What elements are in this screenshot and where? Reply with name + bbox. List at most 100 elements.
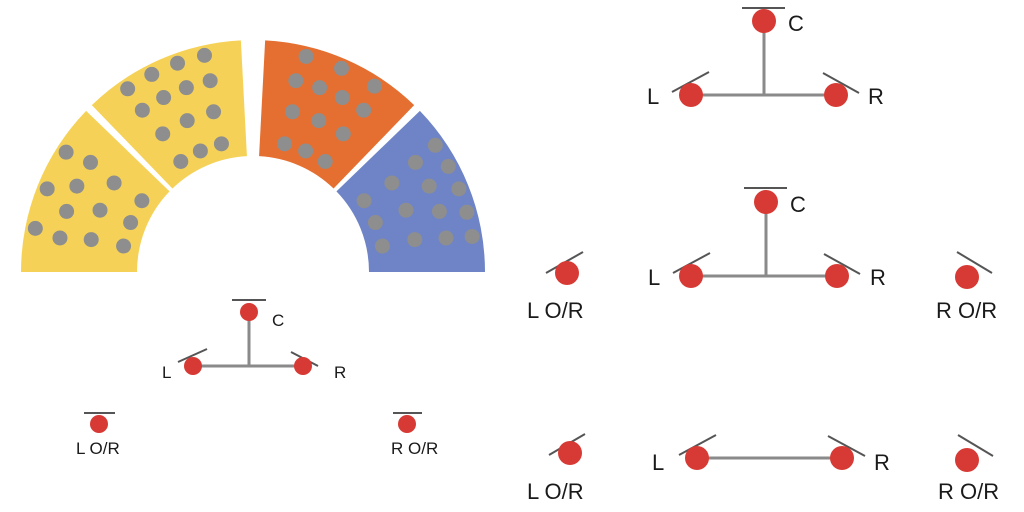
seat-center-left [144,66,160,82]
right-outside-node [955,265,979,289]
left-tick [671,71,710,93]
seat-center-right [334,60,350,76]
seat-center-right [335,126,351,142]
right-outside-tick [957,434,994,457]
seat-right [440,158,456,174]
seat-center-right [366,78,382,94]
right-label: R [874,450,890,475]
seat-center-right [356,102,372,118]
left-tick [672,252,711,274]
center-node [240,303,258,321]
seat-left [83,232,99,248]
coalition-diagram-middle: C L R L O/R R O/R [527,187,997,323]
coalition-diagram-small: C L R L O/R R O/R [76,299,438,458]
seat-left [123,215,139,231]
right-outside-node [955,448,979,472]
right-label: R [334,363,346,382]
seat-right [407,154,423,170]
right-node [825,264,849,288]
seat-right [464,229,480,245]
seat-left [134,193,150,209]
seat-center-right [317,154,333,170]
seat-left [52,230,68,246]
right-outside-label: R O/R [936,298,997,323]
coalition-diagram-top: C L R [647,7,884,109]
right-node [830,446,854,470]
right-tick [827,435,866,457]
seat-right [367,215,383,231]
seat-center-left [213,136,229,152]
center-label: C [790,192,806,217]
seat-center-right [312,80,328,96]
seat-right [356,193,372,209]
seat-center-left [206,104,222,120]
seat-left [92,202,108,218]
seat-left [39,181,55,197]
center-label: C [788,11,804,36]
seat-left [69,178,85,194]
right-outside-tick [956,251,993,274]
seat-center-left [170,55,186,71]
right-node [824,83,848,107]
right-tick [823,253,861,275]
left-outside-node [90,415,108,433]
left-node [679,264,703,288]
seat-left [27,220,43,236]
seat-center-left [179,113,195,129]
left-outside-label: L O/R [76,439,120,458]
right-outside-label: R O/R [938,479,999,504]
seat-right [407,232,423,248]
left-tick [177,348,208,363]
left-label: L [162,363,171,382]
seat-center-left [178,80,194,96]
left-outside-node [555,261,579,285]
seat-left [116,238,132,254]
seat-left [83,154,99,170]
seat-center-right [277,136,293,152]
seat-center-right [284,104,300,120]
seat-center-right [288,73,304,89]
right-outside-node [398,415,416,433]
left-label: L [652,450,664,475]
center-label: C [272,311,284,330]
left-node [184,357,202,375]
seat-center-left [156,90,172,106]
seat-center-left [155,126,171,142]
seat-center-right [298,143,314,159]
right-label: R [868,84,884,109]
right-label: R [870,265,886,290]
left-outside-label: L O/R [527,298,584,323]
seat-right [459,204,475,220]
left-label: L [648,265,660,290]
seat-center-left [202,73,218,89]
center-node [754,190,778,214]
parliament-hemicycle [21,40,485,272]
seat-left [106,175,122,191]
seat-center-right [298,48,314,64]
center-node [752,9,776,33]
right-node [294,357,312,375]
left-outside-node [558,441,582,465]
seat-right [421,178,437,194]
seat-center-left [120,81,136,97]
seat-center-right [311,113,327,129]
seat-right [384,175,400,191]
seat-center-left [134,102,150,118]
left-node [685,446,709,470]
left-node [679,83,703,107]
seat-center-left [196,47,212,63]
seat-right [451,181,467,197]
right-tick [822,72,860,94]
left-tick [678,434,717,456]
seat-center-left [192,143,208,159]
left-outside-label: L O/R [527,479,584,504]
seat-center-right [334,90,350,106]
seat-left [58,144,74,160]
seat-center-left [173,154,189,170]
seat-right [438,230,454,246]
left-label: L [647,84,659,109]
seat-left [59,203,75,219]
seat-right [374,238,390,254]
seat-right [398,202,414,218]
